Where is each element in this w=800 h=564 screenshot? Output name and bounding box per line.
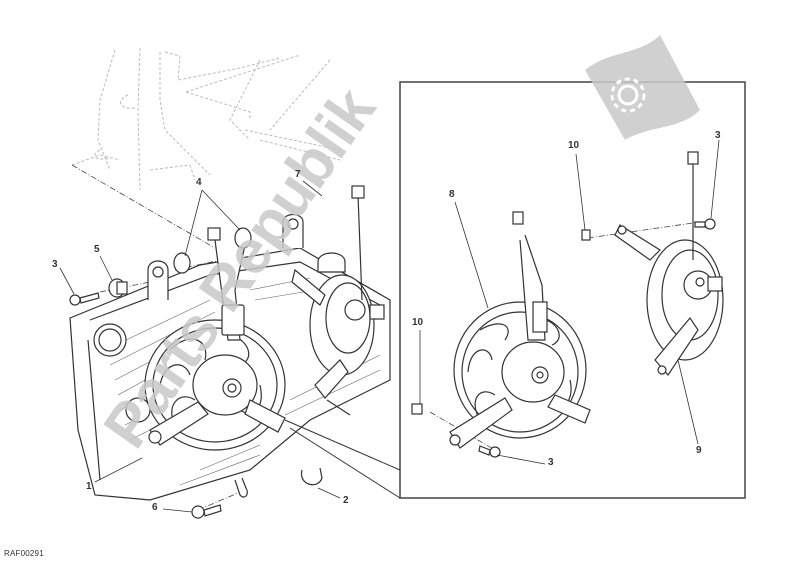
callout-leaders: [59, 139, 720, 513]
callout-9: 9: [696, 445, 702, 456]
detail-fan-8: [449, 211, 591, 449]
callout-1: 1: [86, 481, 92, 492]
radiator-rear-fan: [291, 185, 385, 416]
callout-4: 4: [196, 177, 202, 188]
detail-leader-lines: [284, 419, 401, 499]
callout-3c: 3: [715, 130, 721, 141]
callout-5: 5: [94, 244, 100, 255]
detail-fan-9: [614, 151, 724, 376]
callout-7: 7: [295, 169, 301, 180]
callout-6: 6: [152, 502, 158, 513]
detail-box: [399, 81, 746, 499]
callout-8: 8: [449, 189, 455, 200]
ghost-frame: [71, 47, 341, 191]
small-parts-left: [69, 227, 323, 519]
detail-small-parts: [411, 218, 716, 458]
callout-10a: 10: [412, 317, 424, 328]
callout-3a: 3: [52, 259, 58, 270]
drawing-code: RAF00291: [4, 549, 44, 558]
radiator-fan: [144, 227, 286, 451]
callout-2: 2: [343, 495, 349, 506]
callout-3b: 3: [548, 457, 554, 468]
callout-10b: 10: [568, 140, 580, 151]
